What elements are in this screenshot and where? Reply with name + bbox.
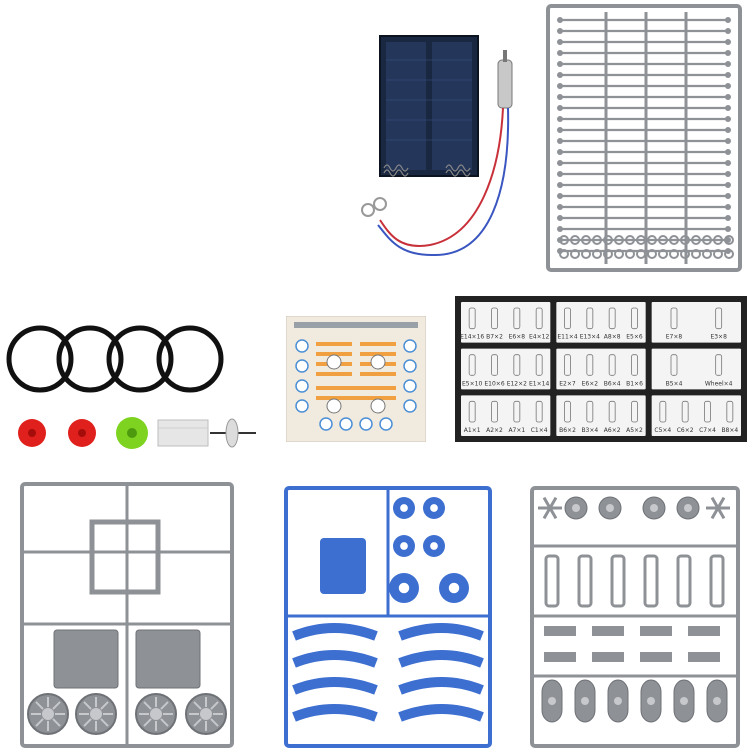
- part-label: E6×8: [509, 334, 526, 341]
- part-label: C5×4: [654, 427, 671, 434]
- part-label: E2×7: [559, 380, 576, 387]
- part-label: E3×8: [710, 334, 727, 341]
- grey-sprue-frame: [20, 482, 234, 748]
- sticker-sheet: [286, 316, 426, 442]
- blue-sprue-gears: [284, 486, 492, 748]
- part-label: A5×2: [626, 427, 643, 434]
- part-label: B1×6: [626, 380, 643, 387]
- part-label: E4×12: [529, 334, 549, 341]
- part-label: E10×6: [484, 380, 504, 387]
- part-label: A1×1: [464, 427, 481, 434]
- part-label: A7×1: [508, 427, 525, 434]
- solar-panel-assembly: [340, 20, 540, 270]
- grey-sprue-axles: [546, 4, 742, 272]
- part-label: E6×2: [582, 380, 599, 387]
- part-label: E14×16: [460, 334, 484, 341]
- part-label: Wheel×4: [705, 380, 733, 387]
- part-label: B7×2: [486, 334, 503, 341]
- part-label: B8×4: [721, 427, 738, 434]
- part-label: A2×2: [486, 427, 503, 434]
- part-label: B6×4: [604, 380, 621, 387]
- part-label: C7×4: [699, 427, 716, 434]
- part-label: C1×4: [531, 427, 548, 434]
- part-label: A8×8: [604, 334, 621, 341]
- part-label: E7×8: [666, 334, 683, 341]
- part-label: E11×4: [557, 334, 577, 341]
- part-label: E5×6: [626, 334, 643, 341]
- part-label: E13×4: [580, 334, 600, 341]
- part-label: E12×2: [507, 380, 527, 387]
- part-label: A6×2: [604, 427, 621, 434]
- part-label: B6×2: [559, 427, 576, 434]
- rubber-bands: [4, 322, 234, 396]
- small-gears-row: [10, 408, 260, 458]
- part-label: C6×2: [677, 427, 694, 434]
- part-label: E5×10: [462, 380, 482, 387]
- part-label: E1×14: [529, 380, 549, 387]
- part-label: B3×4: [581, 427, 598, 434]
- part-label: B5×4: [666, 380, 683, 387]
- grey-sprue-wheels: [530, 486, 740, 748]
